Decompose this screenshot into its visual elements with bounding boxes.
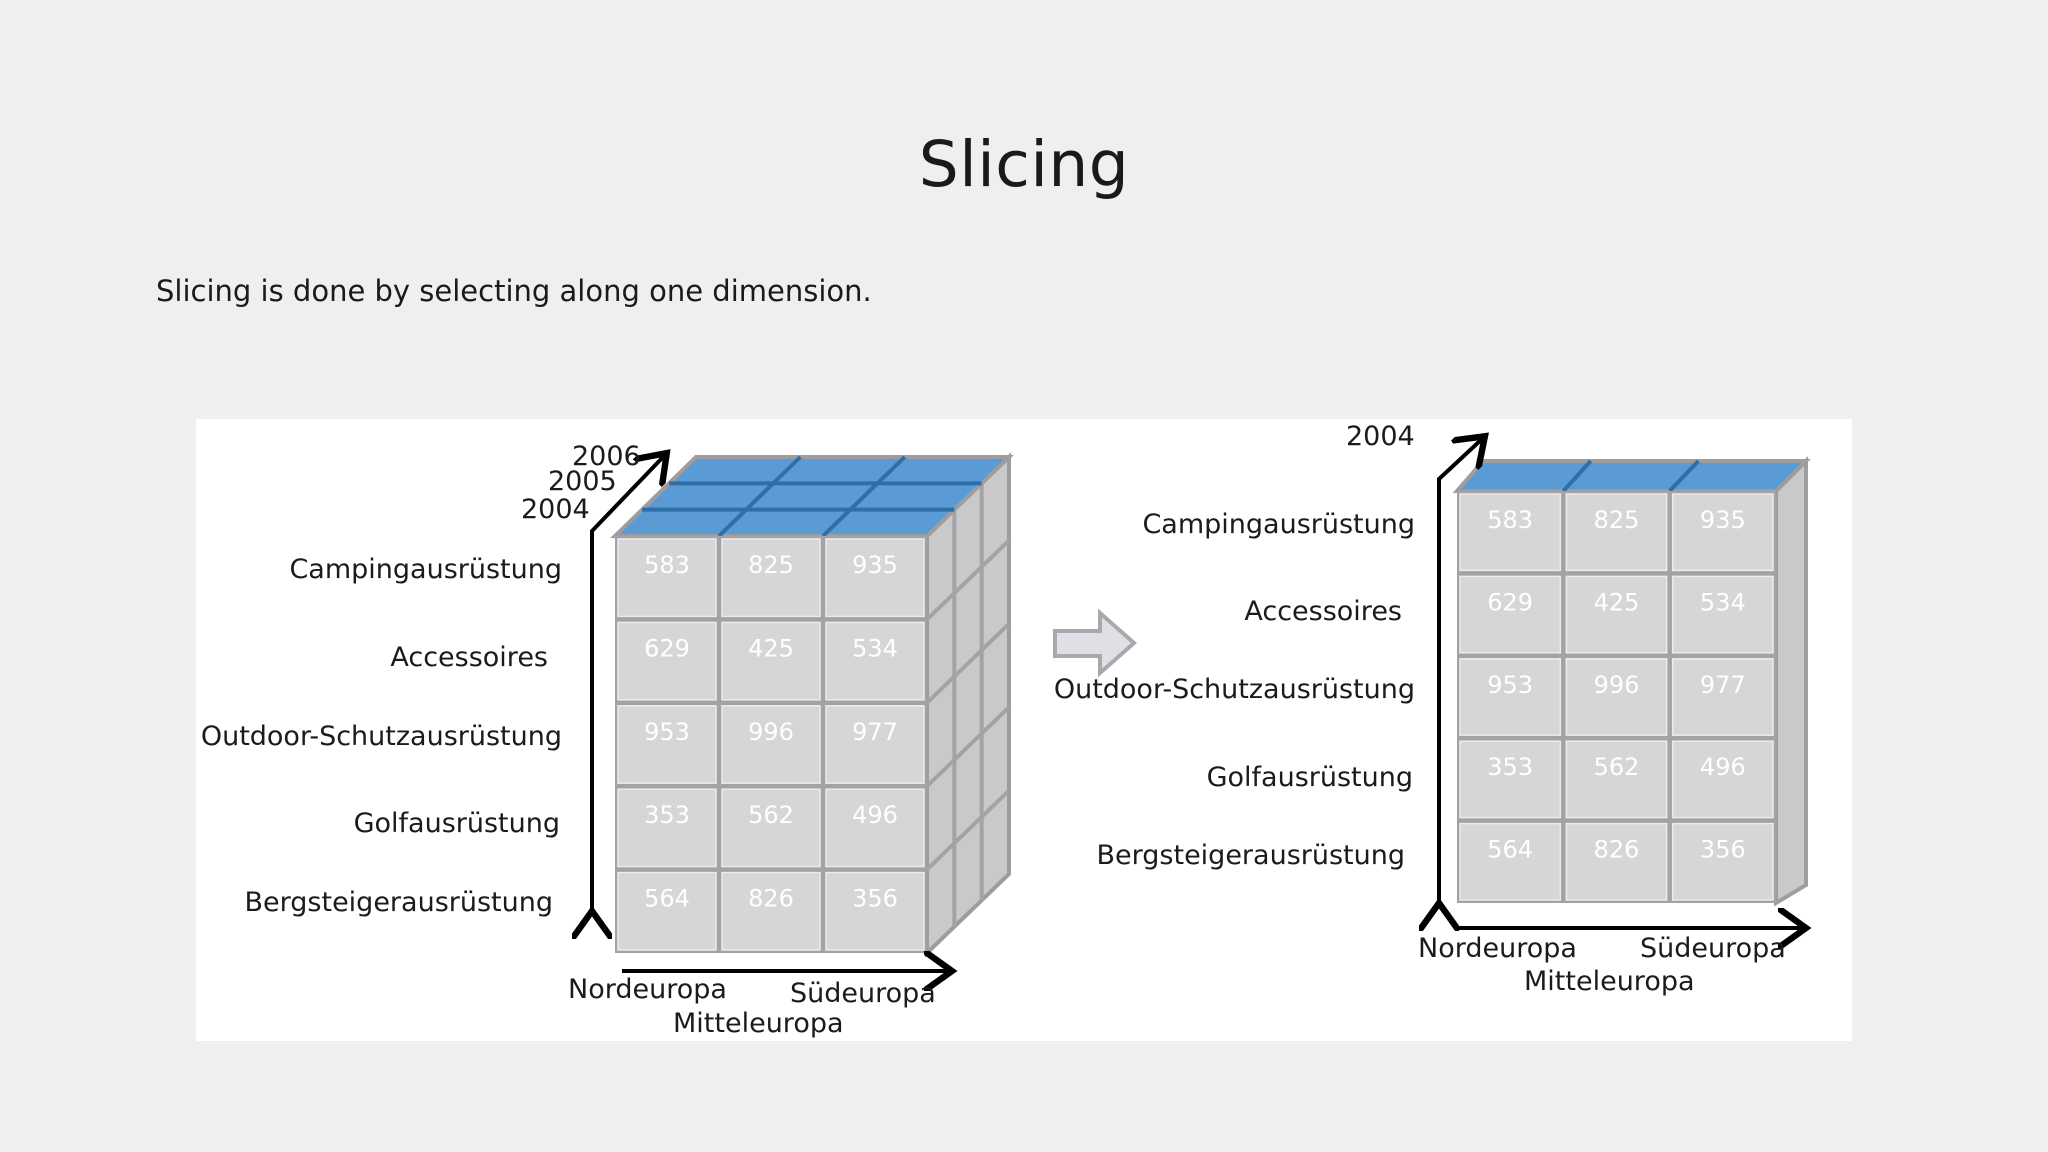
row-label: Accessoires (390, 642, 548, 673)
cell-value: 977 (852, 718, 898, 746)
cube-left-cells: 583 825 935 629 425 534 953 996 977 353 562 496 564 8… (617, 538, 925, 951)
data-cell (721, 788, 821, 868)
cell-value: 356 (852, 885, 898, 913)
slide-subtitle: Slicing is done by selecting along one d… (156, 274, 872, 308)
row-label: Accessoires (1244, 596, 1402, 627)
data-cell (1671, 822, 1774, 901)
cell-value: 953 (1487, 671, 1533, 699)
row-label: Campingausrüstung (289, 554, 562, 585)
row-label: Bergsteigerausrüstung (245, 887, 553, 918)
cell-value: 564 (644, 885, 690, 913)
slide-title: Slicing (918, 128, 1130, 201)
region-label-suedeuropa: Südeuropa (1640, 933, 1786, 964)
data-cell (825, 788, 925, 868)
top-grid-line (1561, 459, 1593, 493)
cell-value: 496 (1700, 753, 1746, 781)
cell-value: 425 (748, 634, 794, 662)
row-label: Golfausrüstung (1207, 762, 1413, 793)
top-grid-line (821, 455, 907, 538)
cell-value: 534 (1700, 588, 1746, 616)
data-cell (1671, 575, 1774, 654)
slicing-figure: 583 825 935 629 425 534 953 996 977 353 562 496 564 8… (196, 419, 1852, 1041)
cell-value: 826 (1594, 836, 1640, 864)
data-cell (825, 705, 925, 784)
cube-left-side-grid (925, 483, 1011, 927)
cube-left-year-axis (592, 456, 664, 915)
data-cell (825, 871, 925, 951)
data-cell (1565, 493, 1668, 572)
year-label-2006: 2006 (572, 441, 641, 472)
top-grid-line (1668, 459, 1700, 493)
cell-value: 425 (1594, 588, 1640, 616)
data-cell (1671, 493, 1774, 572)
row-label: Outdoor-Schutzausrüstung (201, 721, 562, 752)
cube-left-side-face (925, 452, 1011, 958)
cube-left-top-grid (642, 455, 982, 538)
cell-value: 629 (1487, 588, 1533, 616)
year-label-2005: 2005 (548, 466, 617, 497)
data-cell (1565, 575, 1668, 654)
data-cell (721, 871, 821, 951)
row-label: Campingausrüstung (1142, 509, 1415, 540)
data-cell (721, 705, 821, 784)
cube-right-cells: 583 825 935 629 425 534 953 996 977 353 562 496 564 8… (1459, 493, 1774, 901)
data-cell (721, 621, 821, 701)
cube-right: 583 825 935 629 425 534 953 996 977 353 562 496 564 8… (1054, 421, 1806, 997)
cell-value: 996 (1594, 671, 1640, 699)
cell-value: 583 (644, 551, 690, 579)
region-label-nordeuropa: Nordeuropa (1418, 933, 1577, 964)
side-grid-line (925, 705, 1011, 788)
year-label-2004: 2004 (521, 494, 590, 525)
cube-right-top-face (1452, 459, 1811, 493)
cell-value: 564 (1487, 836, 1533, 864)
region-label-suedeuropa: Südeuropa (790, 978, 936, 1009)
cell-value: 996 (748, 718, 794, 746)
region-label-mitteleuropa: Mitteleuropa (1524, 966, 1695, 997)
cell-value: 562 (748, 801, 794, 829)
data-cell (721, 538, 821, 618)
cube-right-top-grid (1561, 459, 1700, 493)
cell-value: 977 (1700, 671, 1746, 699)
cell-value: 629 (644, 634, 690, 662)
cell-value: 583 (1487, 506, 1533, 534)
data-cell (1565, 658, 1668, 736)
cell-value: 825 (748, 551, 794, 579)
row-label: Bergsteigerausrüstung (1097, 840, 1405, 871)
cube-right-side-face (1774, 456, 1808, 907)
cell-value: 825 (1594, 506, 1640, 534)
cell-value: 353 (1487, 753, 1533, 781)
cell-value: 353 (644, 801, 690, 829)
side-grid-line (925, 789, 1011, 872)
row-label: Outdoor-Schutzausrüstung (1054, 674, 1415, 705)
data-cell (1565, 822, 1668, 901)
region-label-mitteleuropa: Mitteleuropa (673, 1008, 844, 1039)
top-grid-line (717, 455, 802, 538)
cell-value: 935 (1700, 506, 1746, 534)
row-label: Golfausrüstung (354, 808, 560, 839)
data-cell (1565, 740, 1668, 819)
data-cell (1671, 658, 1774, 736)
cell-value: 562 (1594, 753, 1640, 781)
cell-value: 356 (1700, 836, 1746, 864)
side-grid-line (925, 538, 1011, 621)
region-label-nordeuropa: Nordeuropa (568, 974, 727, 1005)
year-label-2004: 2004 (1346, 421, 1415, 452)
side-grid-line (925, 622, 1011, 705)
cell-value: 935 (852, 551, 898, 579)
data-cell (825, 538, 925, 618)
cell-value: 953 (644, 718, 690, 746)
cell-value: 826 (748, 885, 794, 913)
data-cell (825, 621, 925, 701)
cell-value: 534 (852, 634, 898, 662)
cell-value: 496 (852, 801, 898, 829)
slice-transition-arrow (1053, 608, 1138, 678)
cube-left: 583 825 935 629 425 534 953 996 977 353 562 496 564 8… (201, 441, 1014, 1039)
data-cell (1671, 740, 1774, 819)
cube-right-year-axis (1439, 439, 1482, 907)
